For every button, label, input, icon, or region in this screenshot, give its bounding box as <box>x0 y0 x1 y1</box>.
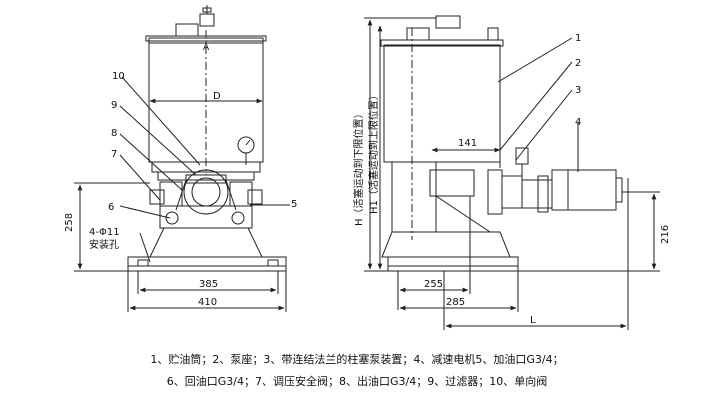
callout-1: 1 <box>575 33 581 44</box>
callout-3: 3 <box>575 85 581 96</box>
callout-10: 10 <box>112 71 125 82</box>
front-pressure-gauge <box>237 136 255 165</box>
callout-9: 9 <box>111 100 117 111</box>
dim-385: 385 <box>199 279 218 290</box>
dim-285: 285 <box>446 297 465 308</box>
dim-410: 410 <box>198 297 217 308</box>
front-view <box>74 5 290 312</box>
side-view <box>364 15 660 330</box>
mounting-hole-spec: 4-Φ11 <box>89 227 120 238</box>
callout-2: 2 <box>575 58 581 69</box>
callout-4: 4 <box>575 117 581 128</box>
front-reservoir <box>145 5 267 175</box>
legend-line-1: 1、贮油筒；2、泵座；3、带连结法兰的柱塞泵装置；4、减速电机5、加油口G3/4… <box>150 353 564 366</box>
dim-216: 216 <box>660 225 671 244</box>
legend-line-2: 6、回油口G3/4；7、调压安全阀；8、出油口G3/4；9、过滤器；10、单向阀 <box>166 375 548 388</box>
dim-255: 255 <box>424 279 443 290</box>
side-pressure-gauge <box>515 147 529 176</box>
dim-L: L <box>530 315 536 326</box>
section-mark-A: A <box>203 43 210 53</box>
dim-H-label: H（活塞运动到下限位置） <box>352 108 365 226</box>
callout-5: 5 <box>291 199 297 210</box>
side-pedestal <box>381 231 519 272</box>
side-pump-base <box>391 161 523 233</box>
dim-258: 258 <box>64 213 75 232</box>
side-gear-motor <box>521 169 623 213</box>
front-pump-base <box>149 161 263 229</box>
callout-8: 8 <box>111 128 117 139</box>
dim-D: D <box>213 91 221 102</box>
side-reservoir <box>380 15 504 240</box>
front-pedestal <box>127 227 287 272</box>
callout-6: 6 <box>108 202 114 213</box>
dim-H1-label: H1（活塞运动到上限位置） <box>367 90 380 214</box>
dim-141: 141 <box>458 138 477 149</box>
callout-7: 7 <box>111 149 117 160</box>
mounting-hole-label: 安装孔 <box>89 238 119 251</box>
